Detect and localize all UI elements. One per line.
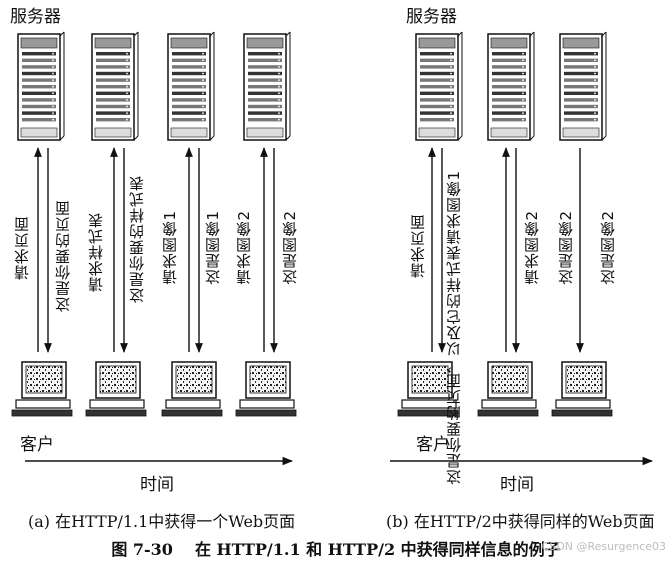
- figure-caption: 图 7-30 在 HTTP/1.1 和 HTTP/2 中获得同样信息的例子: [0, 536, 672, 560]
- server-icon: [559, 31, 607, 141]
- message-b-2: 这是你要的页面，以及它的样式表请求图像1: [445, 170, 463, 485]
- message-b-4: 这是图像2: [557, 210, 575, 285]
- client-label-a: 客户: [20, 435, 54, 455]
- message-b-5: 这是图像2: [599, 210, 617, 285]
- server-icon: [17, 31, 65, 141]
- message-a-8: 这是图像2: [281, 210, 299, 285]
- server-icon: [91, 31, 139, 141]
- client-computer-icon: [551, 361, 613, 417]
- message-b-3: 请求图像2: [523, 210, 541, 285]
- message-a-5: 请求图像1: [161, 210, 179, 285]
- message-b-2-line-3: 请求图像1: [445, 170, 463, 245]
- client-computer-icon: [397, 361, 459, 417]
- server-label-b: 服务器: [406, 7, 457, 27]
- message-a-4: 这是你要的样式表: [128, 175, 146, 303]
- time-label-a: 时间: [140, 475, 174, 495]
- message-a-1: 请求页面: [13, 216, 31, 280]
- watermark: CSDN @Resurgence03: [541, 540, 666, 553]
- caption-b: (b) 在HTTP/2中获得同样的Web页面: [386, 512, 655, 531]
- message-a-7: 请求图像2: [235, 210, 253, 285]
- client-label-b: 客户: [416, 435, 450, 455]
- message-a-2: 这是你要的页面: [54, 200, 72, 312]
- figure-title: 在 HTTP/1.1 和 HTTP/2 中获得同样信息的例子: [194, 540, 561, 559]
- server-icon: [487, 31, 535, 141]
- client-computer-icon: [235, 361, 297, 417]
- message-a-3: 请求样式表: [87, 212, 105, 292]
- message-b-2-line-2: 以及它的样式表: [445, 244, 463, 357]
- server-icon: [415, 31, 463, 141]
- message-b-1: 请求页面: [409, 214, 427, 278]
- client-computer-icon: [477, 361, 539, 417]
- server-icon: [167, 31, 215, 141]
- server-icon: [243, 31, 291, 141]
- figure-number: 图 7-30: [111, 540, 173, 559]
- time-label-b: 时间: [500, 475, 534, 495]
- client-computer-icon: [11, 361, 73, 417]
- caption-a: (a) 在HTTP/1.1中获得一个Web页面: [28, 512, 296, 531]
- client-computer-icon: [85, 361, 147, 417]
- message-b-2-line-1: 这是你要的页面，: [445, 356, 463, 485]
- message-a-6: 这是图像1: [204, 210, 222, 285]
- client-computer-icon: [161, 361, 223, 417]
- server-label-a: 服务器: [10, 7, 61, 27]
